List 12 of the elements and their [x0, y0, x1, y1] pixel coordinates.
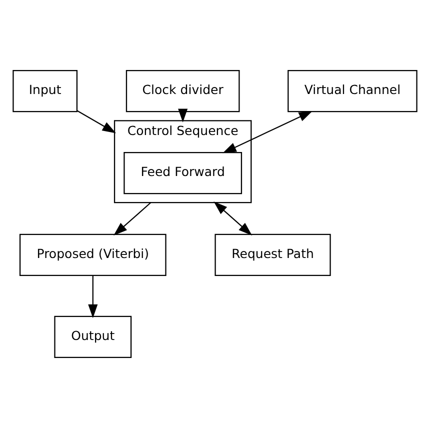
arrow — [88, 276, 98, 318]
node-box: Proposed (Viterbi) — [19, 234, 166, 276]
arrow — [76, 110, 116, 134]
arrow — [178, 108, 188, 122]
node-box: Request Path — [214, 234, 331, 276]
node-box: Output — [54, 316, 132, 358]
arrow — [114, 202, 152, 236]
node-box: Virtual Channel — [288, 70, 418, 112]
arrow — [222, 110, 313, 154]
arrow — [214, 201, 252, 236]
node-box: Feed Forward — [124, 152, 242, 194]
node-box: Input — [12, 70, 78, 112]
